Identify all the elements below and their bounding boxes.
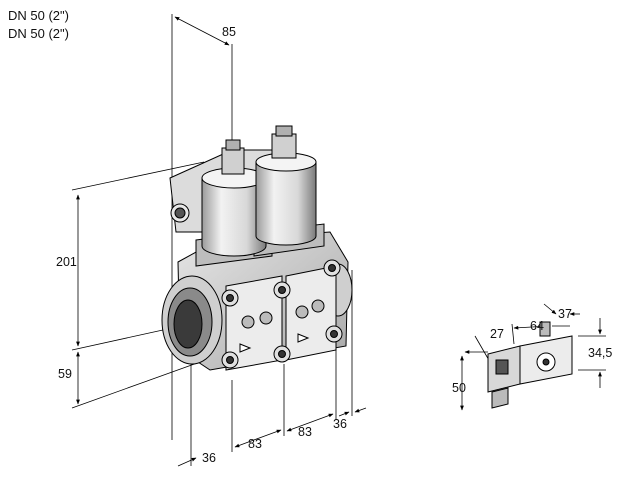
dim-59-label: 59 [58,367,72,381]
dim-83-right-label: 83 [298,425,312,439]
coil-connector-drawing [487,321,573,409]
title-line-2: DN 50 (2") [8,26,69,41]
dim-27-label: 27 [490,327,504,341]
title-line-1: DN 50 (2") [8,8,69,23]
dim-64-label: 64 [530,319,544,333]
dim-36-bottom-label: 36 [202,451,216,465]
dim-50-label: 50 [452,381,466,395]
dim-36-right-label: 36 [333,417,347,431]
dim-34-5-label: 34,5 [588,346,612,360]
dim-37-label: 37 [558,307,572,321]
dim-201-label: 201 [56,255,77,269]
dimension-lines [71,14,367,467]
valve-drawing [161,125,353,371]
dim-85-label: 85 [222,25,236,39]
dim-83-left-label: 83 [248,437,262,451]
